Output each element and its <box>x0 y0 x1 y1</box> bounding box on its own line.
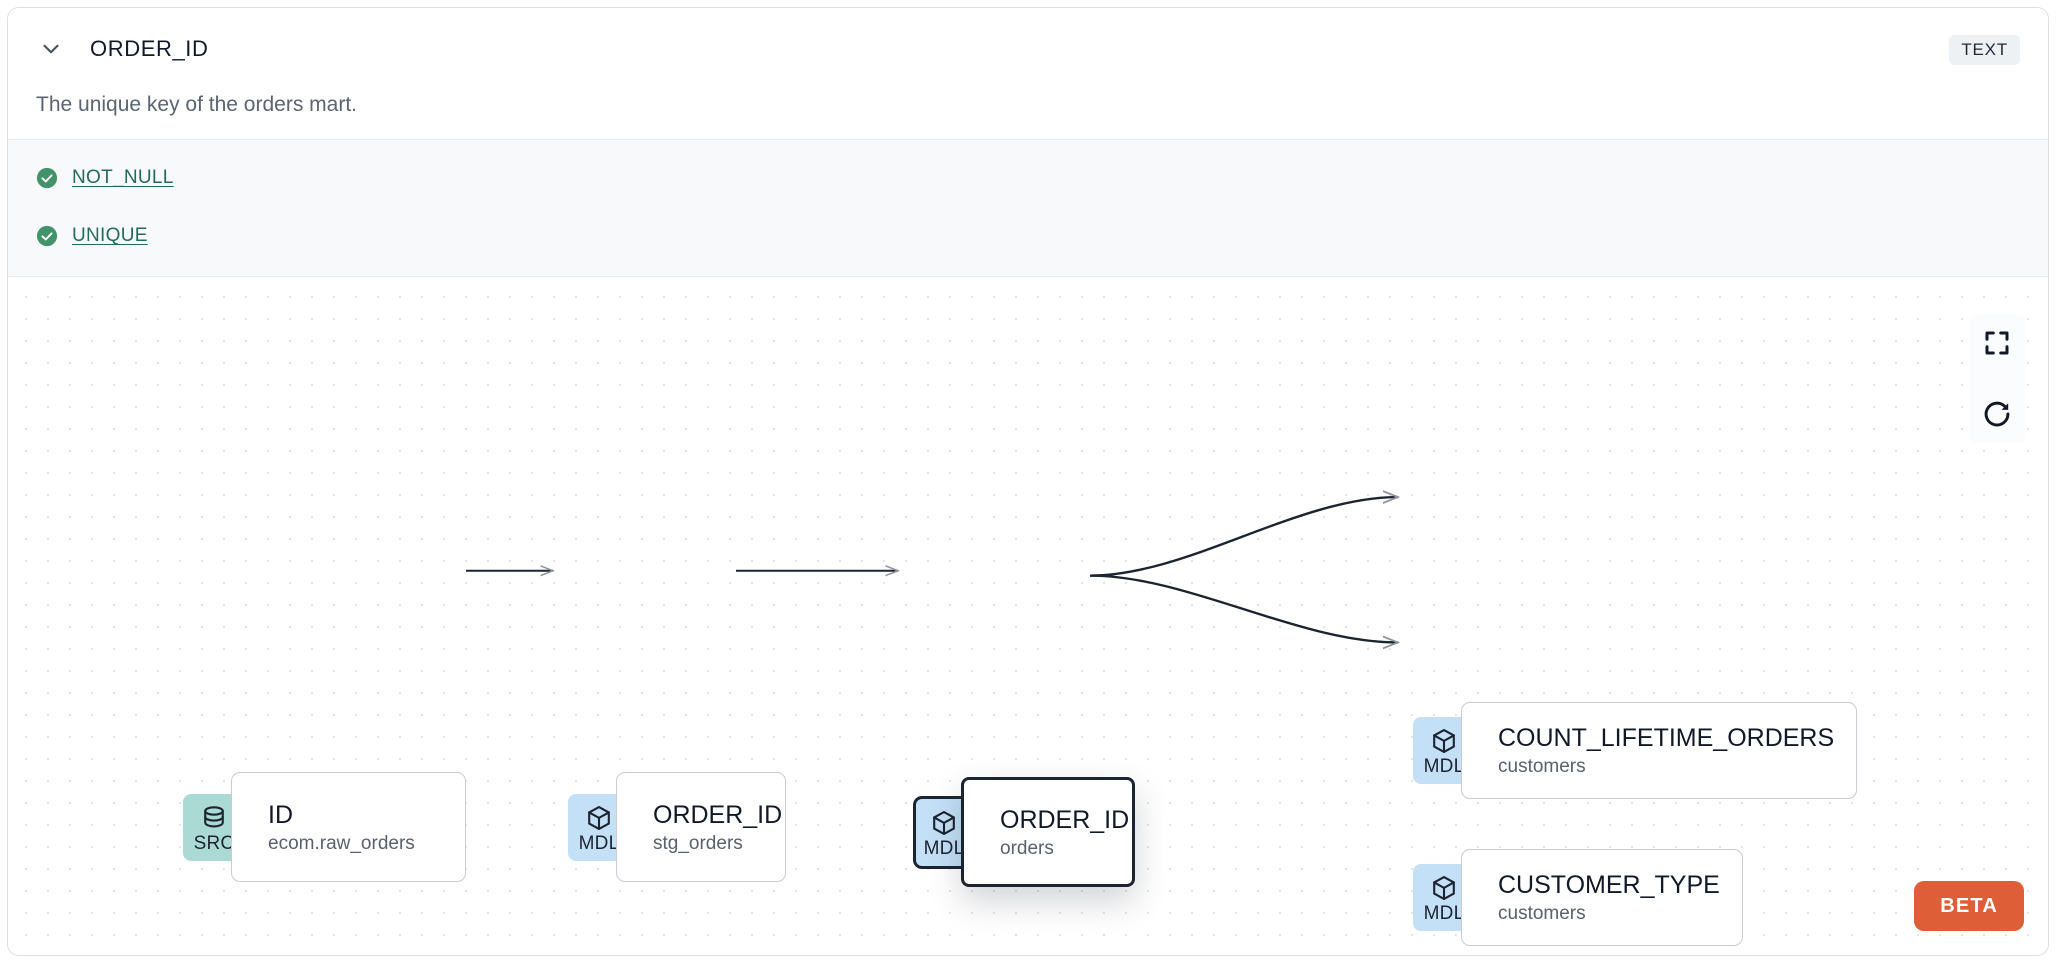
node-parent: stg_orders <box>653 832 743 854</box>
fullscreen-icon <box>1985 331 2009 355</box>
node-name: COUNT_LIFETIME_ORDERS <box>1498 724 1835 753</box>
lineage-node-count-lifetime-orders[interactable]: MDL COUNT_LIFETIME_ORDERS customers <box>1413 702 1858 800</box>
canvas-controls <box>1969 315 2025 444</box>
chevron-down-icon[interactable] <box>36 34 66 64</box>
node-name: ORDER_ID <box>1000 805 1130 834</box>
lineage-node-orders-order-id[interactable]: MDL ORDER_ID orders <box>913 777 1135 888</box>
node-kind-label: MDL <box>923 837 965 859</box>
node-card[interactable]: ORDER_ID stg_orders <box>616 772 786 883</box>
node-name: CUSTOMER_TYPE <box>1498 871 1720 900</box>
lineage-node-customer-type[interactable]: MDL CUSTOMER_TYPE customers <box>1413 849 1743 947</box>
cube-icon <box>588 805 610 830</box>
node-card[interactable]: ID ecom.raw_orders <box>231 772 466 883</box>
tests-section: NOT_NULL UNIQUE <box>8 139 2048 278</box>
column-detail-panel: ORDER_ID TEXT The unique key of the orde… <box>7 7 2049 956</box>
cube-icon <box>1433 729 1455 754</box>
node-parent: customers <box>1498 903 1586 925</box>
lineage-node-stg-order-id[interactable]: MDL ORDER_ID stg_orders <box>568 772 786 883</box>
lineage-canvas[interactable]: SRC ID ecom.raw_orders MDL ORDER_ID stg_… <box>8 277 2048 955</box>
test-row: UNIQUE <box>36 220 2020 252</box>
cube-icon <box>1433 876 1455 901</box>
edge-ord-ctype <box>1089 574 1398 643</box>
node-card[interactable]: COUNT_LIFETIME_ORDERS customers <box>1461 702 1858 800</box>
reset-button[interactable] <box>1969 387 2025 443</box>
check-circle-icon <box>36 226 58 247</box>
edge-ord-count <box>1089 497 1398 577</box>
node-card[interactable]: ORDER_ID orders <box>961 777 1135 888</box>
node-kind-label: MDL <box>1423 756 1465 778</box>
lineage-node-src-id[interactable]: SRC ID ecom.raw_orders <box>183 772 466 883</box>
node-kind-label: SRC <box>193 832 235 854</box>
node-kind-label: MDL <box>578 832 620 854</box>
node-parent: customers <box>1498 756 1586 778</box>
test-link-unique[interactable]: UNIQUE <box>72 225 148 247</box>
title-row: ORDER_ID <box>36 34 2020 64</box>
test-row: NOT_NULL <box>36 162 2020 194</box>
node-name: ORDER_ID <box>653 800 783 829</box>
test-link-not-null[interactable]: NOT_NULL <box>72 167 174 189</box>
fit-view-button[interactable] <box>1969 315 2025 371</box>
database-icon <box>204 805 224 828</box>
beta-badge[interactable]: BETA <box>1914 881 2024 931</box>
data-type-badge: TEXT <box>1949 35 2020 65</box>
node-parent: orders <box>1000 837 1054 859</box>
check-circle-icon <box>36 168 58 189</box>
node-kind-label: MDL <box>1423 903 1465 925</box>
cube-icon <box>933 810 955 835</box>
refresh-icon <box>1984 401 2010 427</box>
node-card[interactable]: CUSTOMER_TYPE customers <box>1461 849 1743 947</box>
node-parent: ecom.raw_orders <box>268 832 415 854</box>
column-description: The unique key of the orders mart. <box>36 93 357 116</box>
page-title: ORDER_ID <box>90 36 209 61</box>
node-name: ID <box>268 800 293 829</box>
panel-header: ORDER_ID TEXT The unique key of the orde… <box>8 8 2048 140</box>
